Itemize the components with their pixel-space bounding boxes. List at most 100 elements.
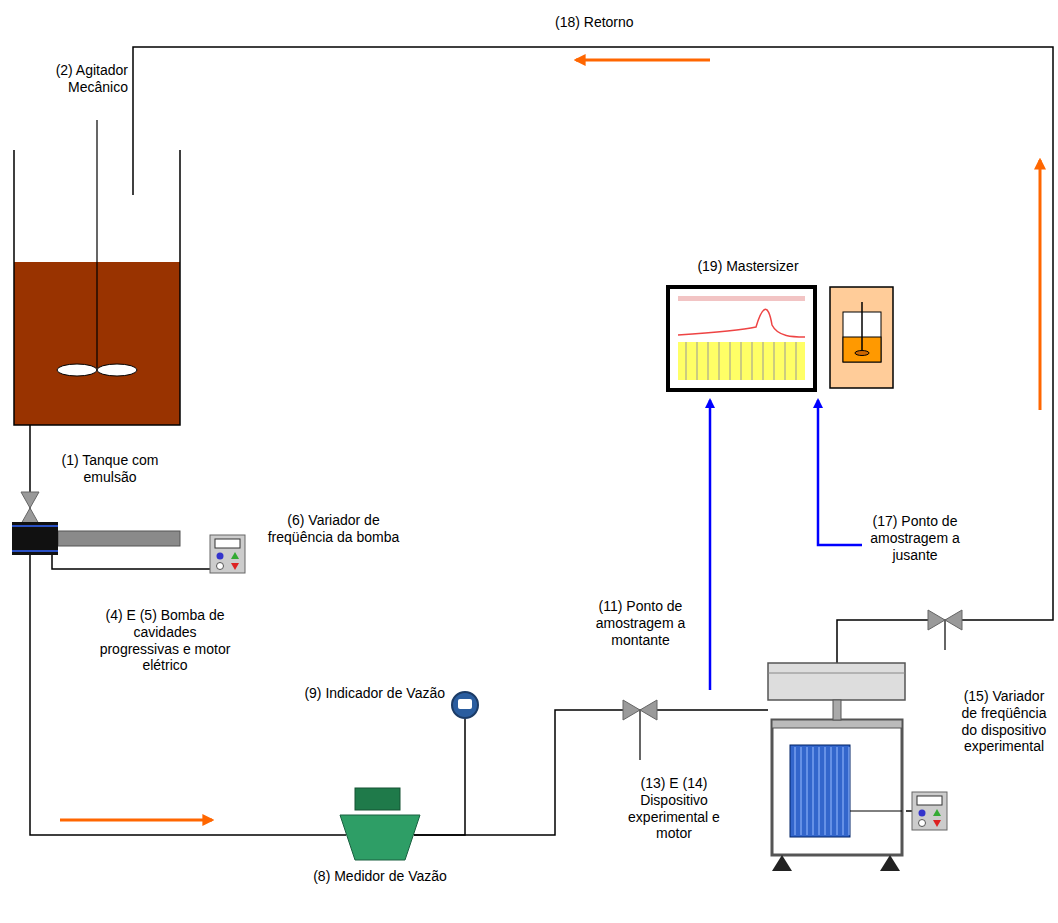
device-foot bbox=[772, 855, 792, 871]
chart-bar-line bbox=[686, 342, 687, 380]
rotor-fin bbox=[813, 747, 814, 835]
device-frame bbox=[772, 720, 902, 855]
component-label: (4) E (5) Bomba de cavidades progressiva… bbox=[95, 607, 235, 674]
valve-symbol bbox=[21, 492, 39, 524]
rotor-fin bbox=[825, 747, 826, 835]
controller-display bbox=[917, 796, 942, 805]
drawing-part bbox=[21, 492, 39, 508]
chart-bar-line bbox=[708, 342, 709, 380]
pump-stripe bbox=[12, 550, 58, 552]
chart-bar-line bbox=[719, 342, 720, 380]
chart-bar-line bbox=[697, 342, 698, 380]
drawing-part bbox=[623, 700, 640, 720]
callout-label: (11) Ponto de amostragem a montante bbox=[588, 598, 693, 648]
pipe-line bbox=[30, 555, 346, 835]
controller-button bbox=[217, 553, 224, 560]
tank-vessel-shape bbox=[14, 150, 180, 425]
rotor-fin bbox=[837, 747, 838, 835]
tank-vessel: (1) Tanque com emulsão bbox=[14, 150, 180, 425]
drawing-part bbox=[928, 610, 945, 630]
rotor-block bbox=[790, 745, 850, 837]
frequency-controller-shape bbox=[210, 535, 245, 573]
controller-body bbox=[912, 792, 947, 830]
flow-meter-shape bbox=[340, 788, 420, 860]
callout-label: (18) Retorno bbox=[555, 14, 685, 31]
indicator-display bbox=[458, 699, 472, 709]
impeller-blade bbox=[57, 364, 97, 376]
device-wire bbox=[850, 811, 902, 812]
flow-arrow bbox=[1039, 160, 1042, 410]
controller-button bbox=[217, 563, 224, 570]
drawing-part bbox=[945, 610, 962, 630]
sampler-impeller bbox=[855, 351, 869, 356]
rotor-fin bbox=[819, 747, 820, 835]
frequency-controller: (15) Variador de freqüência do dispositi… bbox=[912, 792, 947, 830]
drawing-part bbox=[639, 710, 641, 760]
pipe-line bbox=[414, 719, 465, 835]
flow-indicator-shape bbox=[451, 691, 479, 719]
controller-button bbox=[919, 820, 926, 827]
device-motor bbox=[768, 663, 905, 700]
valve-symbol bbox=[928, 610, 962, 650]
pump-body bbox=[12, 522, 58, 555]
chart-bar-line bbox=[752, 342, 753, 380]
pump-motor: (4) E (5) Bomba de cavidades progressiva… bbox=[12, 522, 180, 555]
inlet-pipe bbox=[132, 150, 134, 195]
component-label: (6) Variador de freqüência da bomba bbox=[256, 512, 411, 546]
monitor-frame bbox=[668, 287, 815, 390]
callout-label: (2) Agitador Mecânico bbox=[38, 62, 128, 96]
device-shaft bbox=[833, 700, 841, 720]
particle-analyser: (19) Mastersizer bbox=[668, 287, 893, 390]
impeller-blade bbox=[97, 364, 137, 376]
motor-line bbox=[768, 673, 905, 674]
controller-display bbox=[215, 539, 240, 548]
controller-body bbox=[210, 535, 245, 573]
frequency-controller: (6) Variador de freqüência da bomba bbox=[210, 535, 245, 573]
motor-body bbox=[58, 531, 180, 546]
component-label: (8) Medidor de Vazão bbox=[295, 868, 465, 885]
pipe-line bbox=[52, 555, 210, 569]
pipe-line bbox=[906, 810, 912, 812]
rotor-fin bbox=[795, 747, 796, 835]
chart-header bbox=[678, 296, 805, 301]
component-label: (19) Mastersizer bbox=[668, 258, 828, 275]
controller-button bbox=[231, 563, 239, 570]
sampler-panel bbox=[830, 287, 893, 388]
chart-bars bbox=[678, 342, 805, 380]
frame-bar bbox=[772, 720, 902, 728]
experimental-device: (13) E (14) Dispositivo experimental e m… bbox=[768, 663, 906, 873]
chart-bar-line bbox=[774, 342, 775, 380]
experimental-device-shape bbox=[768, 663, 906, 873]
meter-body bbox=[340, 815, 420, 860]
rotor-fin bbox=[807, 747, 808, 835]
drawing-part bbox=[944, 620, 946, 650]
component-label: (1) Tanque com emulsão bbox=[45, 452, 175, 486]
controller-button bbox=[231, 552, 239, 559]
chart-bar-line bbox=[796, 342, 797, 380]
sampler-stirrer bbox=[861, 302, 863, 353]
rotor-fin bbox=[843, 747, 844, 835]
chart-bar-line bbox=[730, 342, 731, 380]
controller-button bbox=[933, 809, 941, 816]
frequency-controller-shape bbox=[912, 792, 947, 830]
agitator-shaft bbox=[96, 120, 97, 370]
drawing-part bbox=[640, 700, 657, 720]
flow-arrow bbox=[60, 819, 212, 822]
component-label: (15) Variador de freqüência do dispositi… bbox=[955, 688, 1053, 755]
device-foot bbox=[880, 855, 900, 871]
rotor-fin bbox=[849, 747, 850, 835]
drawing-part bbox=[21, 508, 39, 524]
pump-motor-shape bbox=[12, 522, 180, 555]
meter-head bbox=[355, 788, 400, 810]
pipe-line bbox=[133, 47, 1053, 663]
sample-arrow bbox=[709, 400, 712, 690]
valve-symbol bbox=[623, 700, 657, 760]
sample-arrow bbox=[818, 400, 862, 545]
rotor-fin bbox=[801, 747, 802, 835]
chart-bar-line bbox=[741, 342, 742, 380]
flow-meter: (8) Medidor de Vazão bbox=[340, 788, 420, 860]
chart-bar-line bbox=[785, 342, 786, 380]
